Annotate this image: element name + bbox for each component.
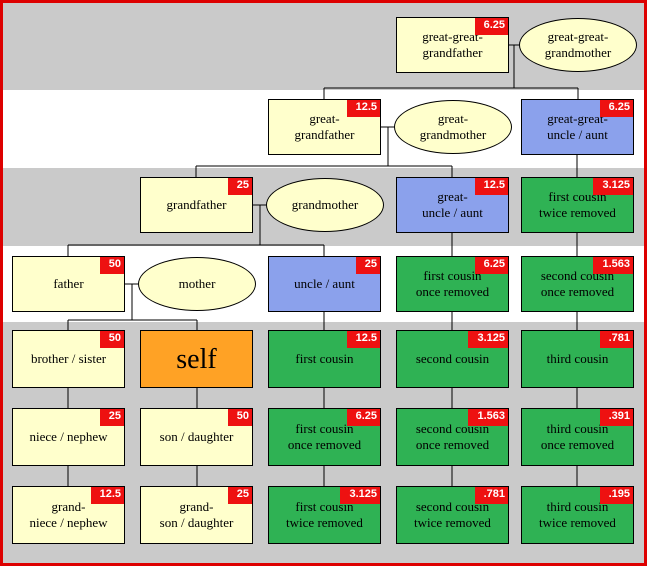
- node-label: great- grandfather: [294, 110, 355, 142]
- node-third-cousin-once-removed: .391 third cousin once removed: [521, 408, 634, 466]
- node-label: great- uncle / aunt: [422, 188, 483, 220]
- percentage-badge: 12.5: [474, 178, 508, 195]
- node-label: great-great- grandfather: [422, 28, 483, 60]
- node-label: grandfather: [166, 196, 227, 212]
- node-self: self: [140, 330, 253, 388]
- node-label: father: [53, 275, 84, 291]
- node-first-cousin-twice-removed-ascending: 3.125 first cousin twice removed: [521, 177, 634, 233]
- node-first-cousin-once-removed-descending: 6.25 first cousin once removed: [268, 408, 381, 466]
- node-third-cousin-twice-removed: .195 third cousin twice removed: [521, 486, 634, 544]
- node-label: grandmother: [291, 196, 359, 212]
- node-label: self: [176, 343, 217, 375]
- node-first-cousin: 12.5 first cousin: [268, 330, 381, 388]
- node-label: niece / nephew: [29, 428, 108, 444]
- node-grandfather: 25 grandfather: [140, 177, 253, 233]
- node-great-great-grandmother: great-great- grandmother: [519, 18, 637, 72]
- node-mother: mother: [138, 257, 256, 311]
- node-label: son / daughter: [159, 428, 234, 444]
- percentage-badge: 6.25: [474, 257, 508, 274]
- percentage-badge: 1.563: [468, 409, 508, 426]
- percentage-badge: .195: [599, 487, 633, 504]
- node-grandmother: grandmother: [266, 178, 384, 232]
- percentage-badge: 25: [227, 178, 252, 195]
- percentage-badge: 6.25: [474, 18, 508, 35]
- node-label: first cousin once removed: [415, 267, 490, 299]
- percentage-badge: 50: [99, 331, 124, 348]
- node-great-great-uncle-aunt: 6.25 great-great- uncle / aunt: [521, 99, 634, 155]
- percentage-badge: 25: [99, 409, 124, 426]
- node-great-uncle-aunt: 12.5 great- uncle / aunt: [396, 177, 509, 233]
- percentage-badge: 50: [227, 409, 252, 426]
- node-label: uncle / aunt: [294, 275, 355, 291]
- node-label: first cousin: [295, 350, 354, 366]
- node-son-daughter: 50 son / daughter: [140, 408, 253, 466]
- percentage-badge: 12.5: [346, 331, 380, 348]
- node-third-cousin: .781 third cousin: [521, 330, 634, 388]
- node-second-cousin: 3.125 second cousin: [396, 330, 509, 388]
- percentage-badge: 50: [99, 257, 124, 274]
- node-label: great-great- uncle / aunt: [547, 110, 608, 142]
- node-second-cousin-once-removed-ascending: 1.563 second cousin once removed: [521, 256, 634, 312]
- node-label: great-great- grandmother: [544, 28, 612, 60]
- percentage-badge: .781: [599, 331, 633, 348]
- node-label: first cousin once removed: [287, 420, 362, 452]
- percentage-badge: 6.25: [599, 100, 633, 117]
- percentage-badge: 6.25: [346, 409, 380, 426]
- node-first-cousin-twice-removed-descending: 3.125 first cousin twice removed: [268, 486, 381, 544]
- node-great-grandfather: 12.5 great- grandfather: [268, 99, 381, 155]
- node-grand-son-daughter: 25 grand- son / daughter: [140, 486, 253, 544]
- percentage-badge: 1.563: [593, 257, 633, 274]
- node-label: third cousin: [546, 350, 609, 366]
- node-father: 50 father: [12, 256, 125, 312]
- percentage-badge: 12.5: [346, 100, 380, 117]
- node-great-great-grandfather: 6.25 great-great- grandfather: [396, 17, 509, 73]
- percentage-badge: 25: [227, 487, 252, 504]
- node-label: great- grandmother: [419, 110, 487, 142]
- percentage-badge: 25: [355, 257, 380, 274]
- node-second-cousin-twice-removed: .781 second cousin twice removed: [396, 486, 509, 544]
- node-label: third cousin twice removed: [539, 498, 616, 530]
- node-niece-nephew: 25 niece / nephew: [12, 408, 125, 466]
- node-great-grandmother: great- grandmother: [394, 100, 512, 154]
- percentage-badge: .781: [474, 487, 508, 504]
- node-uncle-aunt: 25 uncle / aunt: [268, 256, 381, 312]
- node-label: second cousin once removed: [540, 267, 615, 299]
- node-brother-sister: 50 brother / sister: [12, 330, 125, 388]
- node-label: mother: [178, 275, 216, 291]
- percentage-badge: 3.125: [340, 487, 380, 504]
- node-second-cousin-once-removed-descending: 1.563 second cousin once removed: [396, 408, 509, 466]
- percentage-badge: 3.125: [468, 331, 508, 348]
- node-label: grand- niece / nephew: [29, 498, 108, 530]
- node-first-cousin-once-removed-ascending: 6.25 first cousin once removed: [396, 256, 509, 312]
- node-label: grand- son / daughter: [159, 498, 234, 530]
- percentage-badge: 12.5: [90, 487, 124, 504]
- node-grand-niece-nephew: 12.5 grand- niece / nephew: [12, 486, 125, 544]
- node-label: second cousin: [415, 350, 490, 366]
- percentage-badge: .391: [599, 409, 633, 426]
- percentage-badge: 3.125: [593, 178, 633, 195]
- node-label: brother / sister: [30, 350, 107, 366]
